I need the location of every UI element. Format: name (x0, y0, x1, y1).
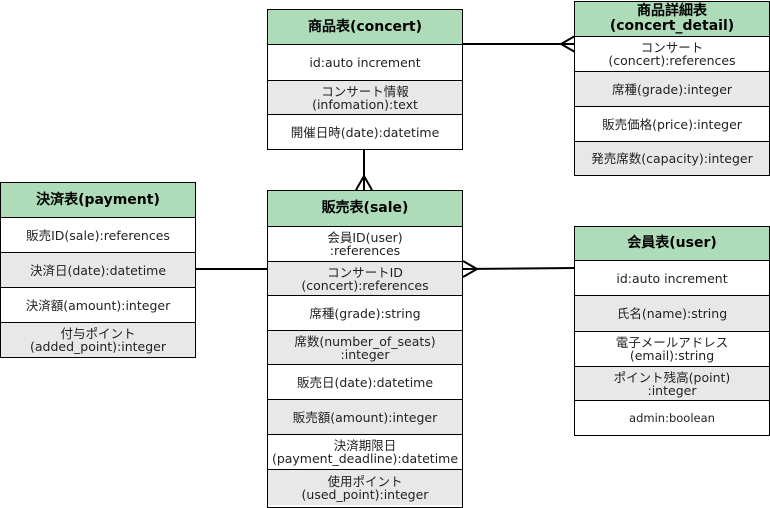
field-row: 付与ポイント (added_point):integer (1, 323, 195, 357)
field-row: 開催日時(date):datetime (290, 124, 440, 140)
entity-concert[interactable]: 商品表(concert) id:auto increment コンサート情報 (… (267, 9, 463, 150)
crowfoot-sale-right (462, 260, 480, 278)
field-row: 販売価格(price):integer (575, 107, 769, 142)
field-row: 販売ID(sale):references (1, 218, 195, 253)
entity-concert-title: 商品表(concert) (268, 10, 462, 45)
field-row: コンサート (concert):references (575, 37, 769, 72)
field-row: コンサートID (concert):references (268, 262, 462, 296)
field-row: 席種(grade):integer (575, 72, 769, 107)
field-row: id:auto increment (268, 45, 462, 81)
field-row: 席種(grade):string (268, 296, 462, 331)
field-row: ポイント残高(point) :integer (575, 367, 769, 401)
entity-user-title: 会員表(user) (575, 227, 769, 261)
entity-concert-detail[interactable]: 商品詳細表 (concert_detail) コンサート (concert):r… (574, 1, 770, 176)
entity-user[interactable]: 会員表(user) id:auto increment 氏名(name):str… (574, 226, 770, 436)
entity-payment-title: 決済表(payment) (1, 183, 195, 218)
field-row: 販売額(amount):integer (268, 400, 462, 435)
field-row: 決済額(amount):integer (1, 288, 195, 323)
field-row: 氏名(name):string (575, 296, 769, 332)
field-row: 席数(number_of_seats) :integer (268, 331, 462, 365)
field-row: 販売日(date):datetime (268, 365, 462, 400)
field-row: 決済日(date):datetime (1, 253, 195, 288)
field-row: 使用ポイント (used_point):integer (268, 470, 462, 505)
field-row: コンサート情報 (infomation):text (268, 81, 462, 115)
crowfoot-concert-detail (558, 35, 576, 53)
field-row: 電子メールアドレス (email):string (575, 332, 769, 367)
entity-concert-detail-title: 商品詳細表 (concert_detail) (575, 2, 769, 37)
entity-sale-title: 販売表(sale) (268, 191, 462, 227)
field-row: 発売席数(capacity):integer (575, 142, 769, 175)
entity-payment[interactable]: 決済表(payment) 販売ID(sale):references 決済日(d… (0, 182, 196, 358)
field-row: 会員ID(user) :references (268, 227, 462, 262)
link-user-sale (462, 267, 576, 270)
entity-sale[interactable]: 販売表(sale) 会員ID(user) :references コンサートID… (267, 190, 463, 508)
field-row: id:auto increment (575, 261, 769, 296)
crowfoot-sale-top (355, 173, 373, 191)
field-row: 決済期限日 (payment_deadline):datetime (268, 435, 462, 470)
field-row: admin:boolean (629, 410, 715, 425)
